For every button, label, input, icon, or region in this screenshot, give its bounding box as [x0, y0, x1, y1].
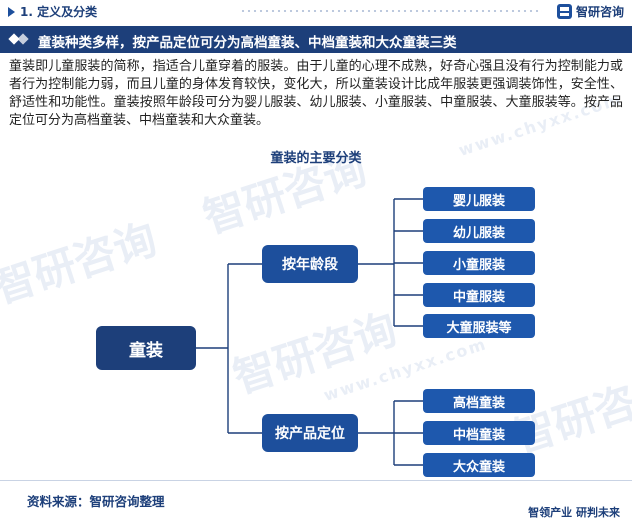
intro-paragraph: 童装即儿童服装的简称，指适合儿童穿着的服装。由于儿童的心理不成熟，好奇心强且没有…: [9, 59, 623, 128]
leaf-node: 中档童装: [423, 421, 535, 445]
branch-node-age: 按年龄段: [262, 245, 358, 283]
leaf-node: 婴儿服装: [423, 187, 535, 211]
leaf-node: 大童服装等: [423, 314, 535, 338]
leaf-node: 小童服装: [423, 251, 535, 275]
leaf-node: 幼儿服装: [423, 219, 535, 243]
brand-name: 智研咨询: [575, 5, 624, 19]
leaf-node: 中童服装: [423, 283, 535, 307]
brand-logo: 智研咨询: [556, 3, 624, 20]
banner-title: 童装种类多样，按产品定位可分为高档童装、中档童装和大众童装三类: [38, 35, 457, 51]
section-title: 1. 定义及分类: [20, 5, 98, 19]
dotted-divider: [240, 10, 542, 12]
leaf-node: 大众童装: [423, 453, 535, 477]
source-note: 资料来源：智研咨询整理: [27, 494, 165, 509]
leaf-node: 高档童装: [423, 389, 535, 413]
brand-slogan: 智领产业 研判未来: [528, 506, 620, 519]
root-node: 童装: [96, 326, 196, 370]
diagram-title: 童装的主要分类: [270, 151, 362, 166]
title-banner: 童装种类多样，按产品定位可分为高档童装、中档童装和大众童装三类: [0, 26, 632, 53]
branch-node-positioning: 按产品定位: [262, 414, 358, 452]
section-header: 1. 定义及分类 智研咨询: [0, 0, 632, 22]
triangle-icon: [8, 7, 15, 17]
brand-logo-icon: [556, 4, 572, 19]
footer-divider: [0, 480, 632, 481]
